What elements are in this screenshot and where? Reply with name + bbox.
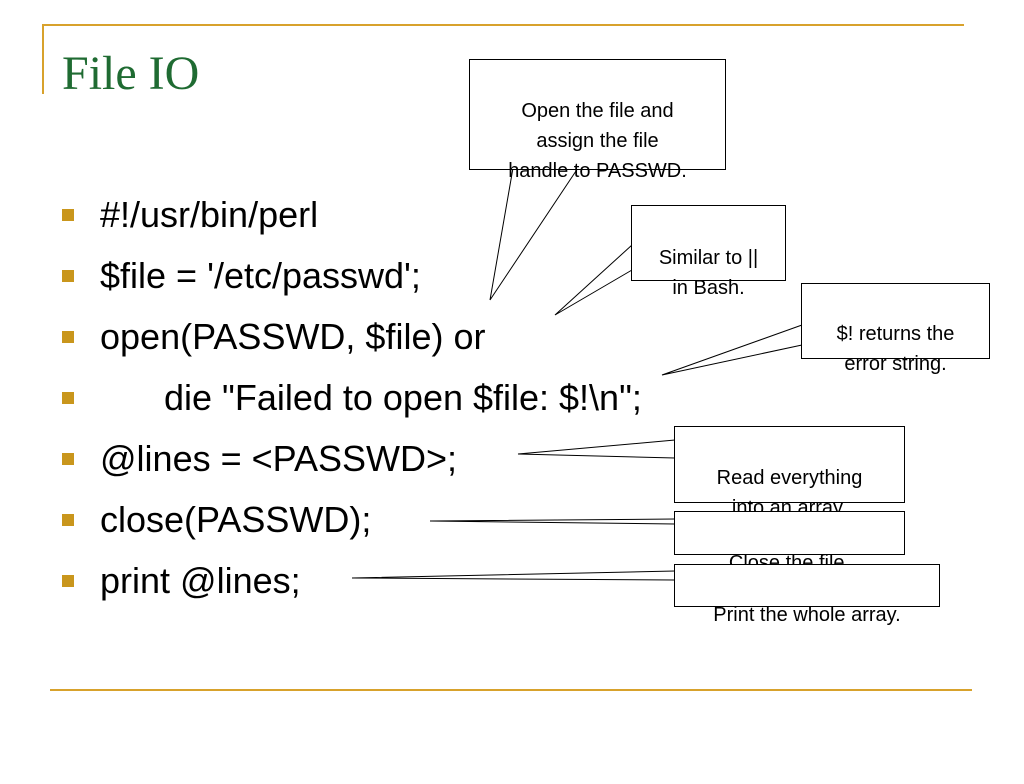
- callout-text: Print the whole array.: [713, 604, 901, 626]
- bullet-text: print @lines;: [100, 560, 301, 601]
- square-bullet-icon: [62, 453, 74, 465]
- bullet-text: @lines = <PASSWD>;: [100, 438, 458, 479]
- square-bullet-icon: [62, 575, 74, 587]
- close-callout-pointer: [429, 518, 676, 525]
- bullet-item: die "Failed to open $file: $!\n";: [62, 369, 642, 430]
- callout-text: $! returns the error string.: [836, 323, 955, 375]
- bullet-text: $file = '/etc/passwd';: [100, 255, 421, 296]
- square-bullet-icon: [62, 514, 74, 526]
- or-callout-pointer: [554, 244, 633, 316]
- square-bullet-icon: [62, 209, 74, 221]
- bullet-item: $file = '/etc/passwd';: [62, 247, 421, 308]
- slide-title: File IO: [62, 47, 200, 100]
- bullet-item: open(PASSWD, $file) or: [62, 308, 485, 369]
- open-callout-pointer: [489, 167, 579, 301]
- bullet-list: #!/usr/bin/perl $file = '/etc/passwd'; o…: [62, 186, 642, 613]
- read-array-callout: Read everything into an array.: [674, 426, 905, 519]
- callout-text: Open the file and assign the file handle…: [508, 100, 687, 182]
- square-bullet-icon: [62, 270, 74, 282]
- bullet-text: open(PASSWD, $file) or: [100, 316, 486, 357]
- bullet-item: #!/usr/bin/perl: [62, 186, 318, 247]
- callout-connectors: [351, 167, 803, 581]
- left-rule: [42, 24, 44, 94]
- print-callout-pointer: [351, 570, 676, 581]
- print-array-callout: Print the whole array.: [674, 564, 940, 626]
- similar-bash-callout: Similar to || in Bash.: [631, 205, 786, 299]
- open-file-callout: Open the file and assign the file handle…: [469, 59, 726, 182]
- error-string-callout: $! returns the error string.: [801, 283, 990, 375]
- square-bullet-icon: [62, 331, 74, 343]
- bullet-item: @lines = <PASSWD>;: [62, 430, 457, 491]
- bullet-text: close(PASSWD);: [100, 499, 372, 540]
- bullet-text: #!/usr/bin/perl: [100, 194, 319, 235]
- square-bullet-icon: [62, 392, 74, 404]
- bullet-item: close(PASSWD);: [62, 491, 371, 552]
- bullet-text: die "Failed to open $file: $!\n";: [164, 377, 642, 418]
- error-callout-pointer: [661, 324, 803, 376]
- bottom-rule: [50, 689, 972, 691]
- top-rule: [42, 24, 964, 26]
- read-callout-pointer: [517, 439, 676, 459]
- callout-text: Similar to || in Bash.: [658, 247, 759, 299]
- close-file-callout: Close the file.: [674, 511, 905, 574]
- bullet-item: print @lines;: [62, 552, 301, 613]
